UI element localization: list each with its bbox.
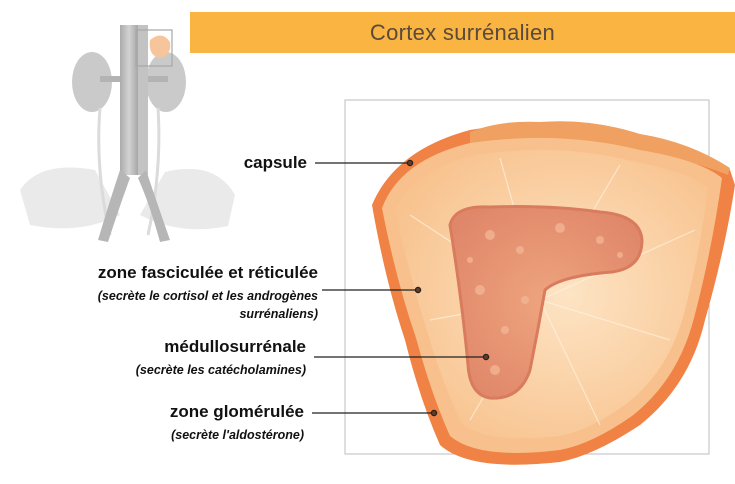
label-capsule: capsule [210, 153, 307, 173]
body-thumbnail [20, 25, 235, 242]
label-medullo-desc: (secrète les catécholamines) [40, 361, 306, 379]
label-fasciculee-desc-2: surrénaliens) [10, 305, 318, 323]
label-medullo: médullosurrénale (secrète les catécholam… [40, 337, 306, 379]
label-fasciculee-name: zone fasciculée et réticulée [10, 263, 318, 283]
label-glomerulee-desc: (secrète l'aldostérone) [40, 426, 304, 444]
label-glomerulee-name: zone glomérulée [40, 402, 304, 422]
label-fasciculee: zone fasciculée et réticulée (secrète le… [10, 263, 318, 323]
label-capsule-name: capsule [210, 153, 307, 173]
label-glomerulee: zone glomérulée (secrète l'aldostérone) [40, 402, 304, 444]
title-banner: Cortex surrénalien [190, 12, 735, 53]
label-fasciculee-desc-1: (secrète le cortisol et les androgènes [10, 287, 318, 305]
page-title: Cortex surrénalien [370, 20, 555, 46]
label-medullo-name: médullosurrénale [40, 337, 306, 357]
